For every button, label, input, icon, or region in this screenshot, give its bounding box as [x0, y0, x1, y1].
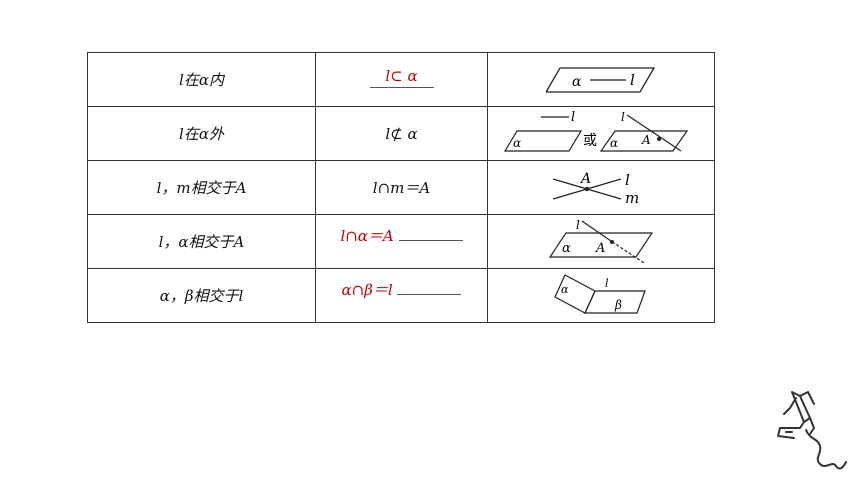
relation-text: l在α内 — [179, 71, 224, 89]
notation-cell: l∩m＝A — [315, 160, 488, 215]
line-label: l — [576, 219, 580, 232]
notation-cell: l∩α＝A — [315, 214, 488, 269]
pen-drawing-icon — [777, 391, 847, 470]
figure-cell: A l m — [487, 160, 715, 215]
plane2-label: β — [614, 298, 622, 312]
plane-label: α — [513, 136, 521, 150]
line2-label: m — [625, 189, 639, 207]
figure-cell: l α 或 l α A — [487, 106, 715, 161]
relation-text: l，α相交于A — [158, 233, 245, 251]
figure-cell: l α A — [487, 214, 715, 269]
relation-cell: l，α相交于A — [87, 214, 316, 269]
line-in-plane-figure: α l — [546, 66, 656, 93]
answer-slot: l⊂ α — [369, 67, 434, 88]
relation-cell: α，β相交于l — [87, 268, 316, 323]
table-row: l，m相交于A l∩m＝A A l m — [87, 160, 715, 215]
line1-label: l — [625, 171, 630, 189]
answer-slot: l∩α＝A — [340, 225, 463, 246]
notation-text: l⊄ α — [385, 124, 418, 143]
plane-shape — [503, 129, 583, 152]
crossing-line-shape — [626, 114, 682, 151]
point-marker — [657, 136, 661, 141]
plane-label: α — [562, 241, 571, 256]
plane-shape — [548, 231, 654, 258]
intersection-point — [610, 239, 614, 244]
plane-shape-2 — [599, 129, 689, 152]
answer-blank-line — [398, 240, 463, 241]
line-label: l — [605, 277, 609, 290]
table-row: l，α相交于A l∩α＝A l α A — [87, 214, 715, 269]
notation-cell: l⊄ α — [315, 106, 488, 161]
notation-cell: l⊂ α — [315, 52, 488, 107]
relation-text: l，m相交于A — [156, 179, 247, 197]
plane1-label: α — [561, 283, 569, 296]
notation-answer: l∩α＝A — [340, 227, 394, 245]
notation-cell: α∩β＝l — [315, 268, 488, 323]
point-label: A — [579, 171, 591, 187]
relation-cell: l在α外 — [87, 106, 316, 161]
plane-beta-shape — [584, 289, 646, 314]
plane-shape — [546, 66, 656, 93]
answer-blank-line — [397, 294, 462, 295]
line-above-shape — [581, 220, 609, 239]
table-row: α，β相交于l α∩β＝l α β l — [87, 268, 715, 323]
point-label: A — [595, 241, 605, 256]
or-connector: 或 — [583, 133, 597, 149]
relation-cell: l，m相交于A — [87, 160, 316, 215]
line-label: l — [571, 111, 575, 125]
relation-cell: l在α内 — [87, 52, 316, 107]
line-outside-plane-figure: l α 或 l α A — [503, 111, 689, 152]
line-label: l — [630, 71, 635, 89]
notation-text: l∩m＝A — [372, 179, 431, 197]
relation-text: l在α外 — [179, 125, 224, 143]
figure-cell: α l — [487, 52, 715, 107]
table-row: l在α内 l⊂ α α l — [87, 52, 715, 107]
figure-cell: α β l — [487, 268, 715, 323]
answer-slot: α∩β＝l — [342, 279, 462, 300]
table-row: l在α外 l⊄ α l α 或 l α A — [87, 106, 715, 161]
answer-blank-line — [369, 87, 434, 88]
intersection-point — [584, 186, 590, 191]
line-crosses-plane-figure: l α A — [548, 219, 654, 263]
relation-text: α，β相交于l — [159, 287, 244, 305]
plane-label-2: α — [610, 136, 618, 150]
relation-table: l在α内 l⊂ α α l l在α外 — [87, 52, 715, 323]
notation-answer: α∩β＝l — [341, 281, 393, 299]
line-below-dashed-shape — [607, 238, 645, 263]
plane-label: α — [572, 74, 582, 90]
line-label-2: l — [621, 111, 625, 124]
two-planes-intersect-figure: α β l — [554, 273, 646, 314]
intersecting-lines-figure: A l m — [552, 171, 639, 207]
point-label: A — [641, 133, 651, 147]
notation-answer: l⊂ α — [385, 67, 418, 85]
